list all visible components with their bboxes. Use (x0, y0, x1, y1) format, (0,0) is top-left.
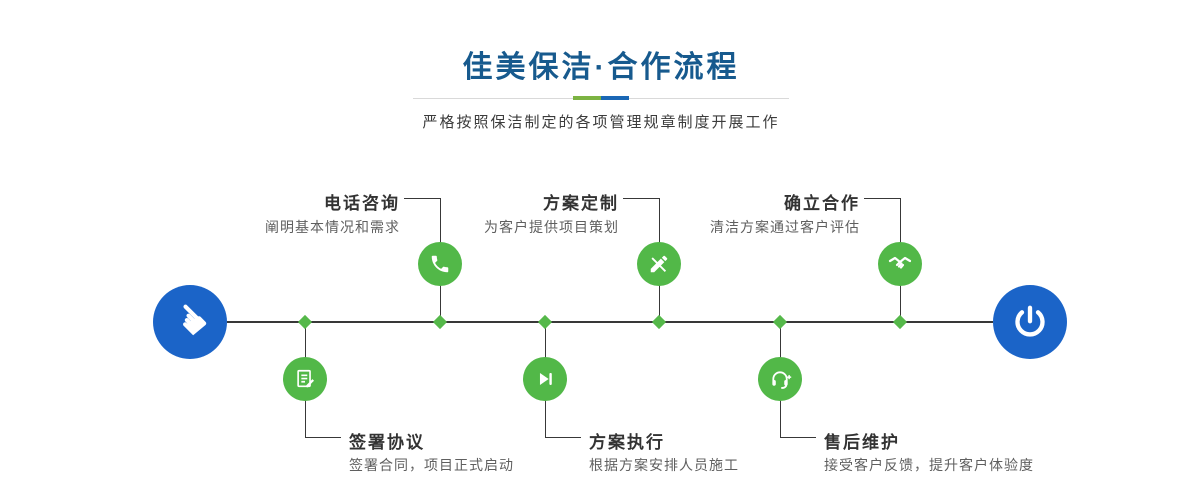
handshake-icon (888, 256, 912, 269)
title-divider-accent (573, 96, 629, 100)
step-desc: 阐明基本情况和需求 (265, 219, 400, 235)
step-desc: 接受客户反馈，提升客户体验度 (824, 457, 1034, 473)
divider-green-segment (573, 96, 601, 100)
design-tools-icon (650, 255, 668, 273)
page-subtitle: 严格按照保洁制定的各项管理规章制度开展工作 (422, 114, 780, 131)
step-node (637, 242, 681, 286)
connector-tick (623, 198, 659, 199)
step-label: 确立合作 (784, 194, 860, 213)
pointing-hand-icon: ☚ (161, 291, 219, 349)
step-desc: 清洁方案通过客户评估 (710, 219, 860, 235)
play-next-icon (539, 373, 552, 385)
timeline-end-node (993, 285, 1067, 359)
timeline-diamond-marker (892, 314, 908, 330)
headset-icon (771, 370, 791, 389)
connector-tick (404, 198, 440, 199)
step-node (418, 242, 462, 286)
timeline-diamond-marker (537, 314, 553, 330)
step-node (878, 242, 922, 286)
step-node (758, 357, 802, 401)
step-label: 售后维护 (824, 433, 900, 452)
timeline-diamond-marker (772, 314, 788, 330)
step-node (283, 357, 327, 401)
timeline-diamond-marker (432, 314, 448, 330)
timeline-start-node: ☚ (153, 285, 227, 359)
page-title: 佳美保洁·合作流程 (462, 51, 740, 84)
step-desc: 签署合同，项目正式启动 (349, 457, 514, 473)
timeline-diamond-marker (651, 314, 667, 330)
connector-tick (305, 437, 341, 438)
step-label: 方案执行 (589, 433, 665, 452)
step-desc: 根据方案安排人员施工 (589, 457, 739, 473)
connector-tick (780, 437, 816, 438)
connector-tick (864, 198, 900, 199)
step-label: 方案定制 (543, 194, 619, 213)
timeline-line (227, 321, 993, 323)
step-desc: 为客户提供项目策划 (484, 219, 619, 235)
phone-icon (431, 255, 449, 273)
divider-blue-segment (601, 96, 629, 100)
step-node (523, 357, 567, 401)
connector-tick (545, 437, 581, 438)
timeline-diamond-marker (297, 314, 313, 330)
step-label: 签署协议 (349, 433, 425, 452)
step-label: 电话咨询 (324, 194, 400, 213)
power-icon (1015, 305, 1045, 337)
contract-icon (297, 369, 315, 388)
